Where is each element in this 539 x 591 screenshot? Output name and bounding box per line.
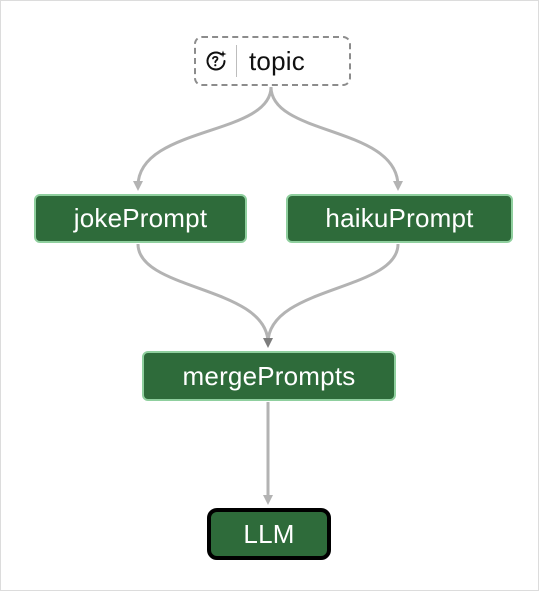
edge-topic-to-jokePrompt[interactable] (133, 86, 273, 191)
node-jokePrompt[interactable]: jokePrompt (34, 194, 247, 243)
node-label: LLM (243, 518, 295, 549)
sparkle-help-icon (196, 38, 236, 84)
edge-jokePrompt-to-mergePrompts[interactable] (136, 243, 270, 344)
node-label: jokePrompt (73, 203, 208, 233)
node-label: mergePrompts (182, 360, 356, 391)
node-haikuPrompt[interactable]: haikuPrompt (286, 194, 513, 243)
node-mergePrompts[interactable]: mergePrompts (142, 351, 396, 401)
node-label: haikuPrompt (325, 203, 474, 233)
node-label: topic (249, 45, 305, 76)
node-topic[interactable]: topic (194, 36, 351, 86)
node-divider (236, 45, 237, 77)
edge-haikuPrompt-to-mergePrompts[interactable] (263, 243, 400, 348)
node-LLM[interactable]: LLM (207, 508, 331, 560)
edge-topic-to-haikuPrompt[interactable] (269, 86, 403, 191)
